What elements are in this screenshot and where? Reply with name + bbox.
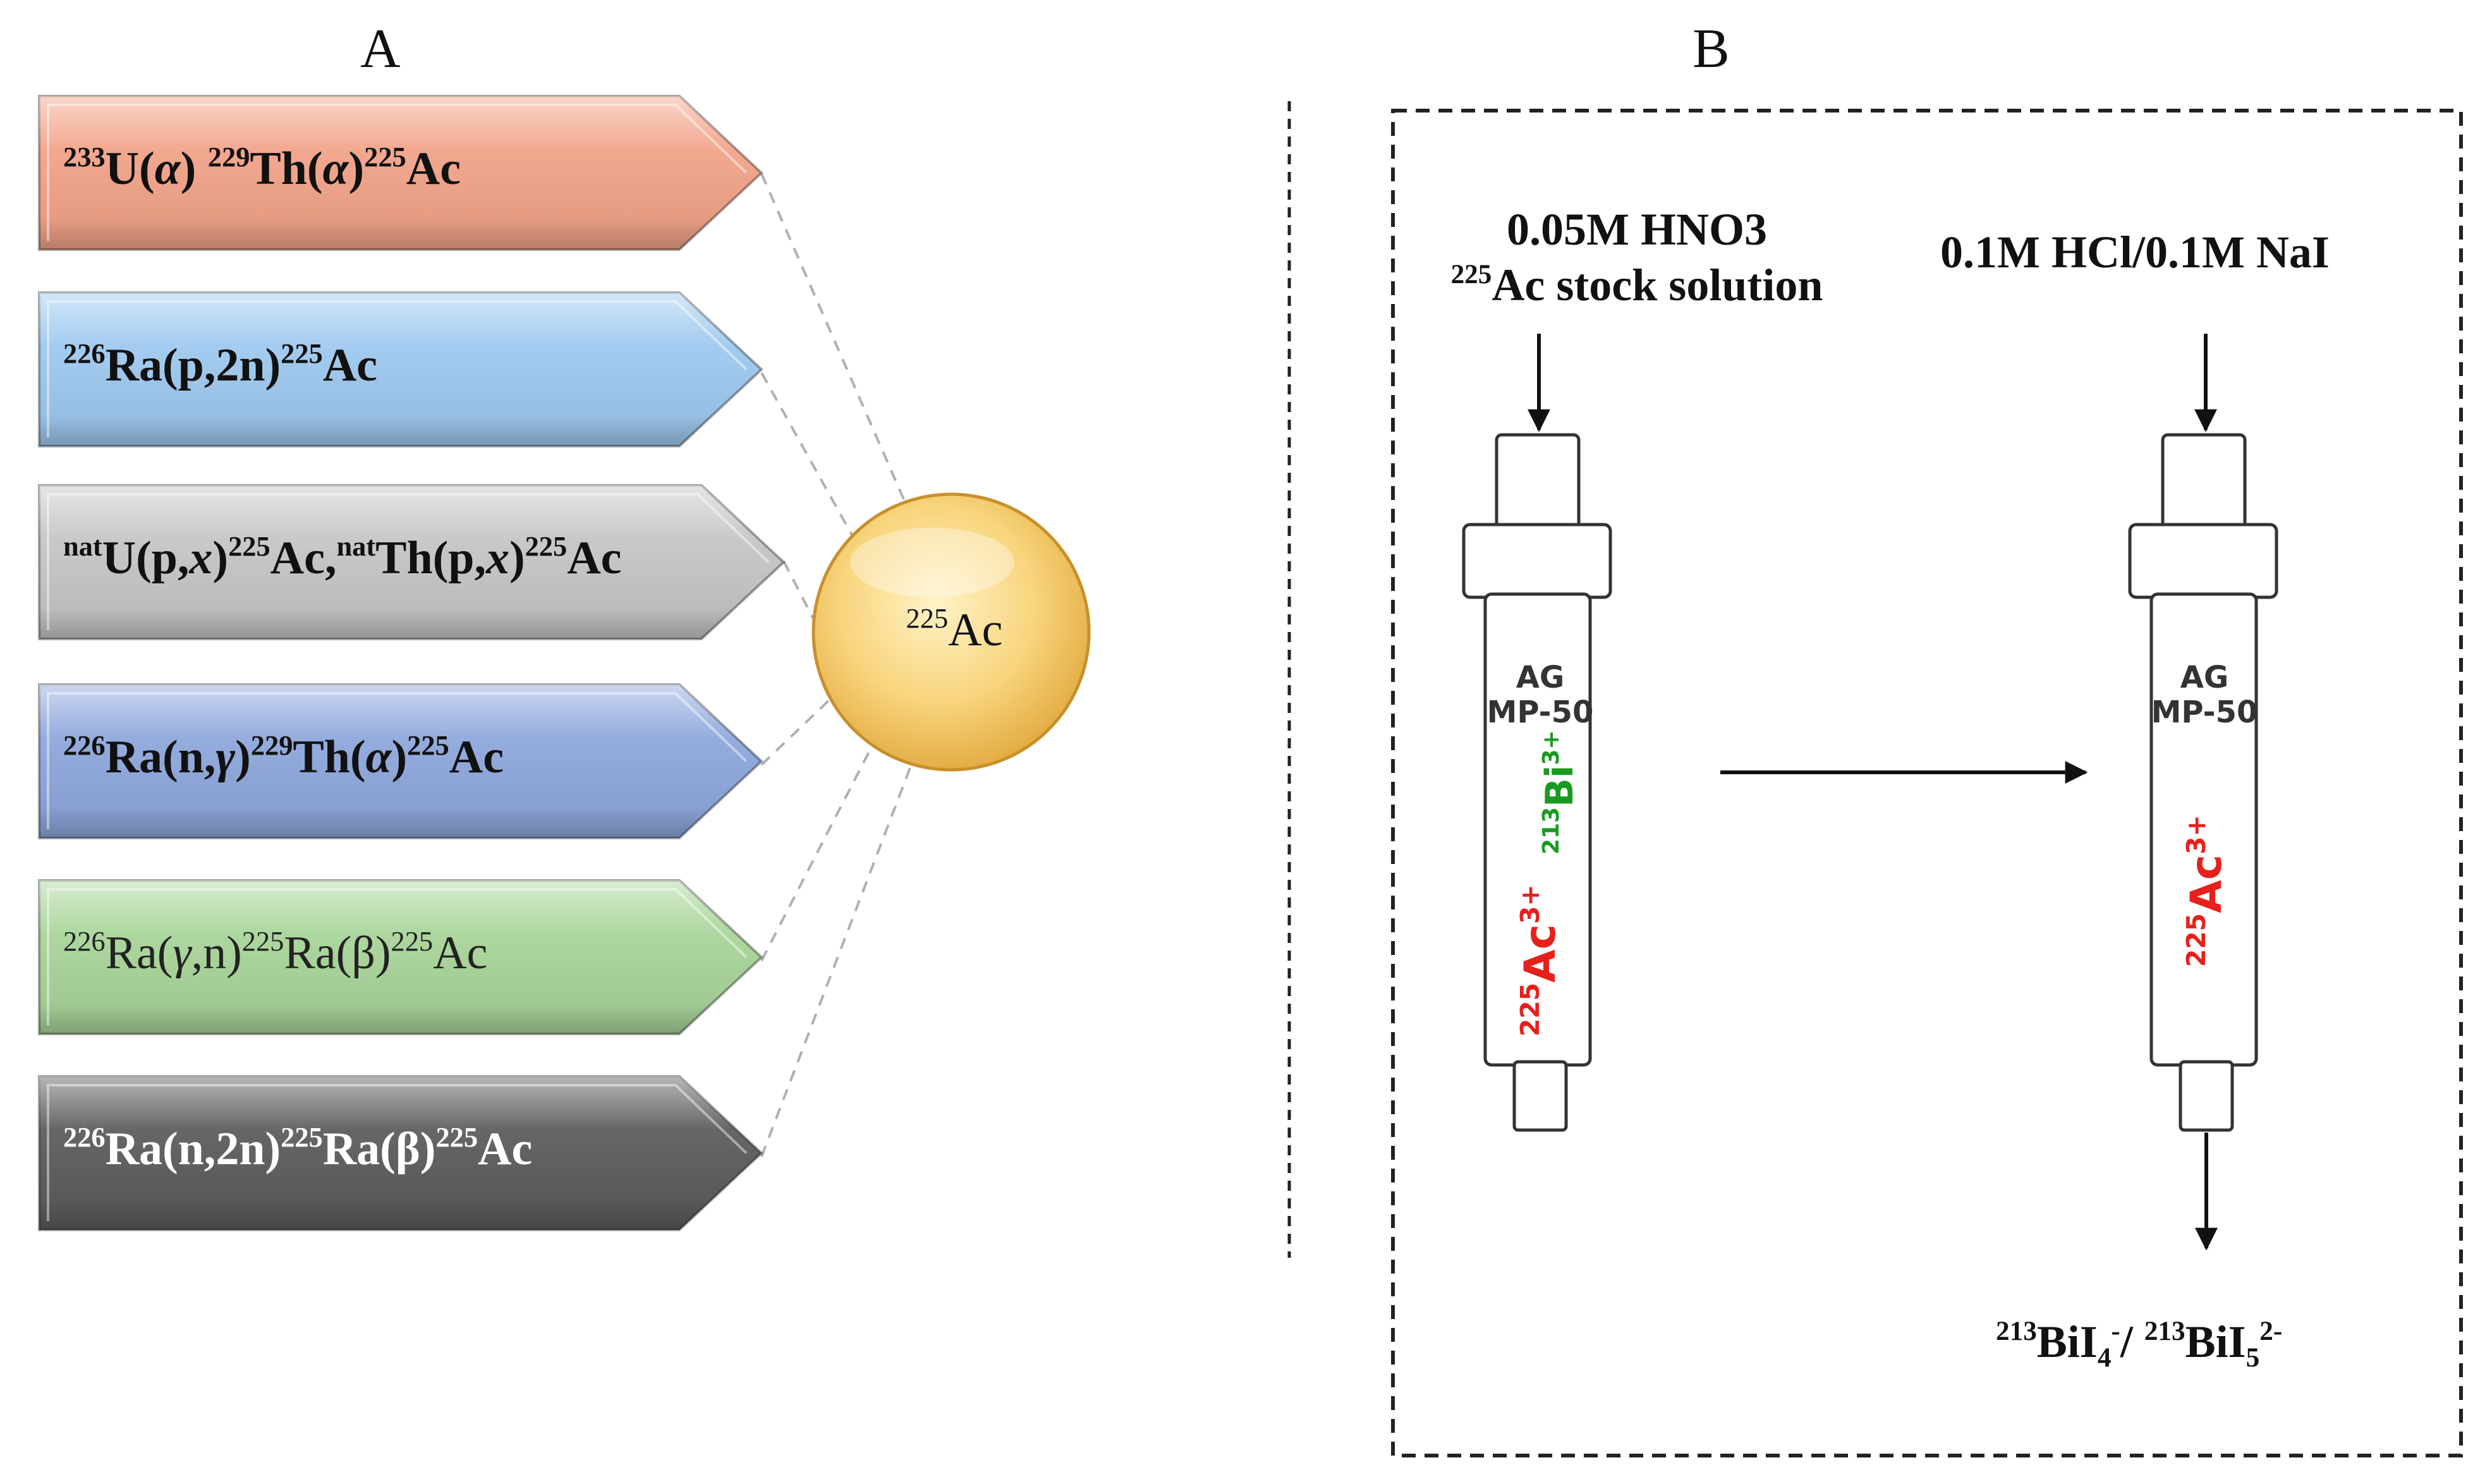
resin-line-1: AG (1516, 660, 1565, 695)
column-1-resin-label: AG MP-50 (1464, 660, 1616, 730)
column-1-bismuth-ion: 213Bi3+ (1538, 730, 1582, 855)
route-label-3: natU(p,x)225Ac,natTh(p,x)225Ac (63, 530, 622, 584)
feed-solution-label: 0.05M HNO3 (1507, 204, 1767, 255)
route-arrow-4 (38, 683, 763, 839)
resin-line-2: MP-50 (2151, 695, 2258, 731)
connector-line-5 (760, 745, 873, 961)
route-label-4: 226Ra(n,γ)229Th(α)225Ac (63, 729, 504, 783)
panel-label-a: A (360, 18, 401, 80)
route-label-2: 226Ra(p,2n)225Ac (63, 337, 378, 391)
route-label-5: 226Ra(γ,n)225Ra(β)225Ac (63, 925, 488, 979)
stock-solution-label: 225Ac stock solution (1450, 260, 1823, 310)
connector-line-2 (760, 372, 854, 538)
panel-label-b: B (1693, 18, 1730, 80)
column-2 (2128, 433, 2278, 1132)
target-circle (811, 492, 1091, 772)
connector-line-1 (760, 173, 905, 500)
route-arrow-5 (38, 879, 763, 1035)
route-label-1: 233U(α) 229Th(α)225Ac (63, 140, 461, 195)
panel-b-frame (1391, 109, 2463, 1457)
connector-line-3 (782, 561, 817, 623)
column-2-actinium-ion: 225Ac3+ (2180, 815, 2232, 967)
connector-line-4 (760, 694, 836, 766)
route-arrows (38, 95, 786, 1231)
resin-line-2: MP-50 (1486, 695, 1594, 731)
route-arrow-6 (38, 1075, 763, 1231)
column-1-actinium-ion: 225Ac3+ (1514, 884, 1565, 1037)
eluent-label: 0.1M HCl/0.1M NaI (1940, 227, 2330, 277)
route-arrow-3 (38, 484, 786, 640)
connector-line-6 (760, 767, 911, 1157)
column-1 (1462, 433, 1612, 1132)
connector-lines (760, 173, 911, 1157)
route-label-6: 226Ra(n,2n)225Ra(β)225Ac (63, 1121, 533, 1175)
route-arrow-2 (38, 291, 763, 447)
target-label: 225Ac (906, 602, 1003, 656)
resin-line-1: AG (2180, 660, 2229, 695)
column-2-resin-label: AG MP-50 (2129, 660, 2280, 730)
route-arrow-1 (38, 95, 763, 251)
product-label: 213BiI4-/ 213BiI52- (1996, 1317, 2283, 1373)
